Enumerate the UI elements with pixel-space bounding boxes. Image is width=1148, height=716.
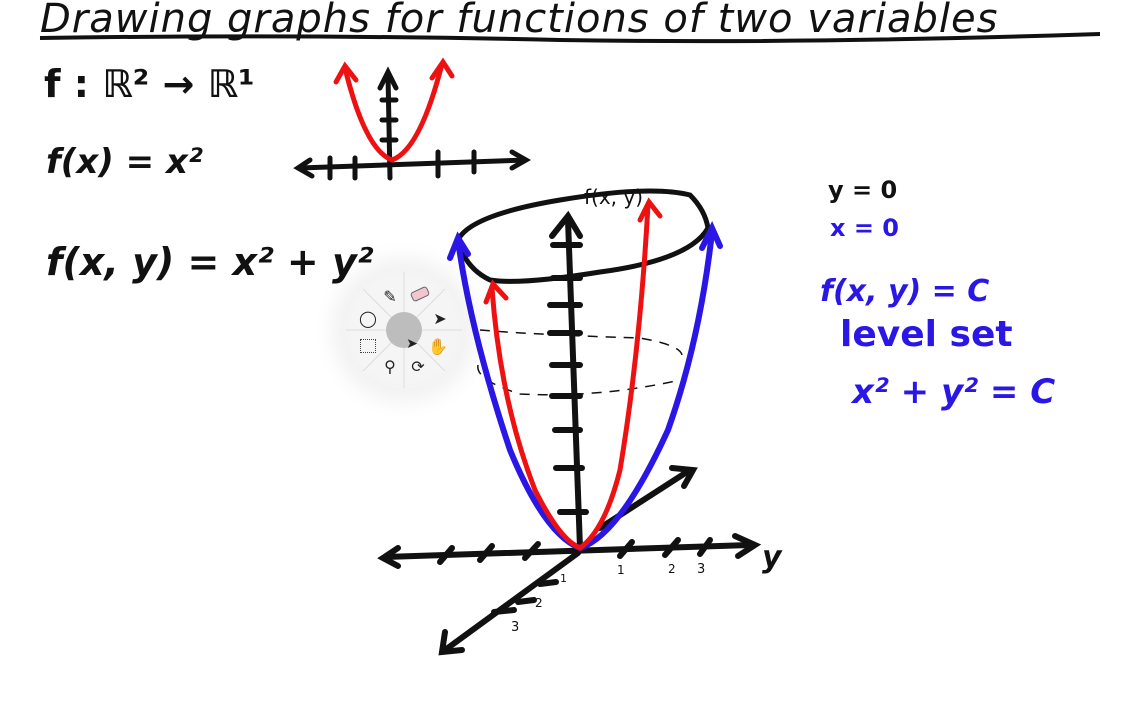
y-tick-3: 3 xyxy=(697,562,706,577)
x-tick-2: 2 xyxy=(535,596,543,610)
hand-icon[interactable]: ✋ xyxy=(428,336,448,356)
x-tick-3: 3 xyxy=(511,620,520,635)
small-graph xyxy=(293,66,532,181)
level-set-label: level set xyxy=(840,314,1013,355)
pen-icon[interactable]: ✎ xyxy=(383,286,397,306)
axis-ticks xyxy=(437,242,713,615)
surface-label: f(x, y) xyxy=(584,185,644,209)
title-underline xyxy=(39,32,1101,44)
y-tick-1: 1 xyxy=(617,563,625,577)
x-tick-1: 1 xyxy=(560,572,567,585)
red-cross-section xyxy=(483,197,663,551)
one-var-function: f(x) = x² xyxy=(46,142,203,182)
level-equation: f(x, y) = C xyxy=(820,274,990,309)
note-y-zero: y = 0 xyxy=(828,176,898,204)
y-axis-label: y xyxy=(762,540,782,575)
note-x-zero: x = 0 xyxy=(830,214,899,242)
circle-equation: x² + y² = C xyxy=(852,372,1056,412)
top-level-curve xyxy=(455,188,711,284)
radial-tool-menu[interactable]: ✎ ➤ ✋ ⟳ ⚲ ◯ ➤ xyxy=(342,268,466,392)
mapping-notation: f : ℝ² → ℝ¹ xyxy=(44,62,255,106)
wheel-center-button[interactable] xyxy=(386,312,422,348)
small-parabola xyxy=(333,57,455,163)
lasso-icon[interactable]: ◯ xyxy=(359,308,377,328)
zoom-icon[interactable]: ⚲ xyxy=(384,356,396,376)
marquee-icon[interactable] xyxy=(354,332,382,360)
y-tick-2: 2 xyxy=(668,562,676,576)
pointer-icon[interactable]: ➤ xyxy=(433,308,447,328)
mouse-cursor-icon: ➤ xyxy=(406,336,418,352)
two-var-function: f(x, y) = x² + y² xyxy=(46,240,374,284)
dashed-level-curves xyxy=(477,329,683,396)
rotate-icon[interactable]: ⟳ xyxy=(411,356,425,376)
